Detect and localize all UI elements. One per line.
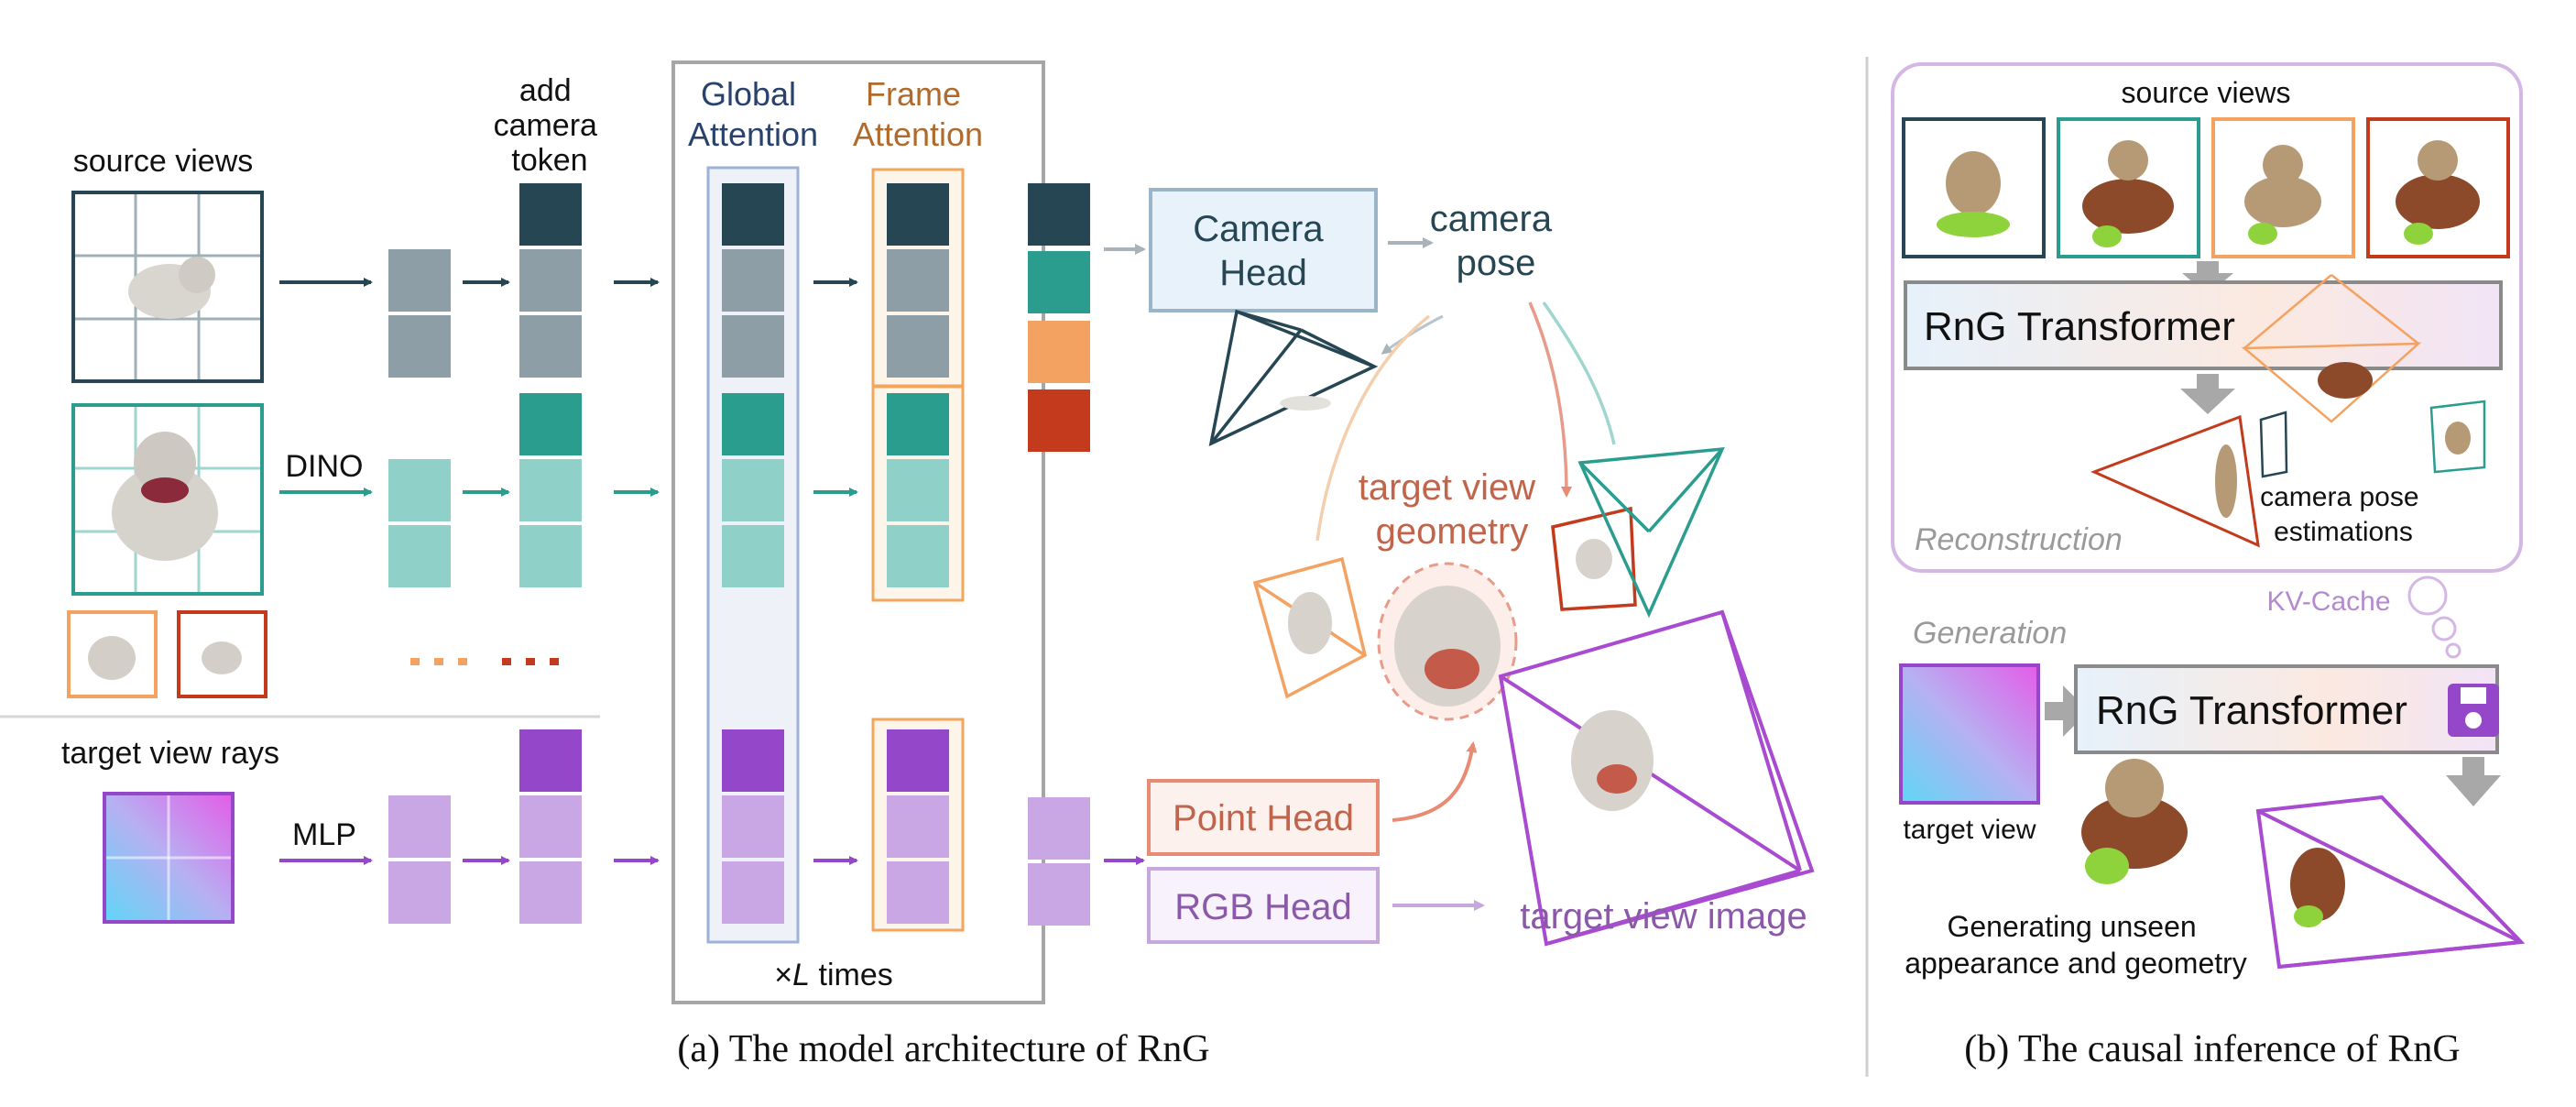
rng-transformer-box-gen <box>2074 664 2499 754</box>
arrow-icon <box>2182 261 2233 295</box>
source-views-label: source views <box>73 144 254 179</box>
rgb-head-label: RGB Head <box>1174 887 1351 927</box>
camera-head-label: Camera Head <box>1193 209 1333 293</box>
times-label: ×L times <box>774 958 892 992</box>
mlp-label: MLP <box>292 817 356 852</box>
source-views-b-label: source views <box>2122 76 2291 109</box>
token-column-2 <box>519 183 582 924</box>
rng-transformer-label-recon: RnG Transformer <box>1924 304 2235 349</box>
camera-pose-label: camera pose <box>1430 199 1563 283</box>
target-view-rays-b <box>1899 663 2040 805</box>
save-disk-icon <box>2448 684 2499 737</box>
caption-b: (b) The causal inference of RnG <box>1964 1028 2461 1070</box>
global-tokens <box>722 183 784 924</box>
output-target-tokens <box>1028 797 1090 926</box>
arrow-icon <box>1542 301 1616 445</box>
reconstruction-label: Reconstruction <box>1915 522 2123 557</box>
arrow-icon <box>1104 244 1146 865</box>
global-attention-label: Global Attention <box>688 75 818 153</box>
target-geometry-blob <box>1377 562 1518 721</box>
camera-frustum-icon <box>1208 309 1379 447</box>
camera-frustum-icon <box>2241 274 2422 423</box>
target-view-rays-label: target view rays <box>61 736 279 771</box>
point-head-label: Point Head <box>1173 798 1354 838</box>
grid-image-icon <box>71 403 264 596</box>
target-view-image-label: target view image <box>1520 896 1806 937</box>
caption-a: (a) The model architecture of RnG <box>677 1028 1209 1070</box>
arrow-icon <box>279 278 373 865</box>
arrow-icon <box>1392 741 1478 822</box>
camera-pose-estimations-label: camera pose estimations <box>2260 482 2427 547</box>
frame-attention-label: Frame Attention <box>853 75 983 153</box>
frame-tokens <box>887 183 949 924</box>
generating-unseen-label: Generating unseen appearance and geometr… <box>1905 910 2247 980</box>
arrow-icon <box>2180 374 2235 414</box>
point-head-box <box>1147 779 1380 856</box>
arrow-icon <box>463 278 510 865</box>
add-camera-token-label: add camera token <box>494 73 606 178</box>
arrow-icon <box>813 278 858 865</box>
camera-frustum-icon <box>2090 414 2260 548</box>
ellipsis-dots <box>410 658 559 665</box>
arrow-icon <box>1381 314 1444 355</box>
arrow-icon <box>614 278 660 865</box>
rng-transformer-box-recon <box>1904 280 2503 370</box>
grid-image-icon <box>67 610 158 698</box>
arrow-icon <box>1315 314 1431 542</box>
camera-frustum-icon <box>1498 609 1815 947</box>
grid-image-icon <box>177 610 267 698</box>
arrow-icon <box>2045 685 2089 737</box>
kv-cache-label: KV-Cache <box>2266 586 2390 617</box>
output-camera-tokens <box>1028 183 1090 452</box>
dino-label: DINO <box>286 449 364 484</box>
camera-frustum-icon <box>1577 446 1725 619</box>
rng-transformer-label-gen: RnG Transformer <box>2096 688 2407 733</box>
camera-frustum-icon <box>1252 556 1368 699</box>
target-view-geometry-label: target view geometry <box>1359 467 1546 552</box>
kv-cache-bubble-icon <box>2407 575 2461 659</box>
arrow-icon <box>1528 301 1572 498</box>
source-view-thumbs <box>1902 117 2510 258</box>
grid-image-icon <box>103 792 235 924</box>
generated-toy <box>2081 759 2188 884</box>
camera-frustum-icon <box>2255 795 2526 970</box>
token-column-1 <box>388 249 451 924</box>
target-view-b-label: target view <box>1903 815 2036 845</box>
rgb-head-box <box>1147 867 1380 944</box>
arrow-icon <box>2446 757 2501 806</box>
camera-frustum-icon <box>2429 400 2486 474</box>
grid-image-icon <box>71 191 264 383</box>
camera-frustum-icon <box>2259 411 2288 478</box>
generation-label: Generation <box>1913 616 2067 651</box>
camera-head-box <box>1149 188 1378 312</box>
